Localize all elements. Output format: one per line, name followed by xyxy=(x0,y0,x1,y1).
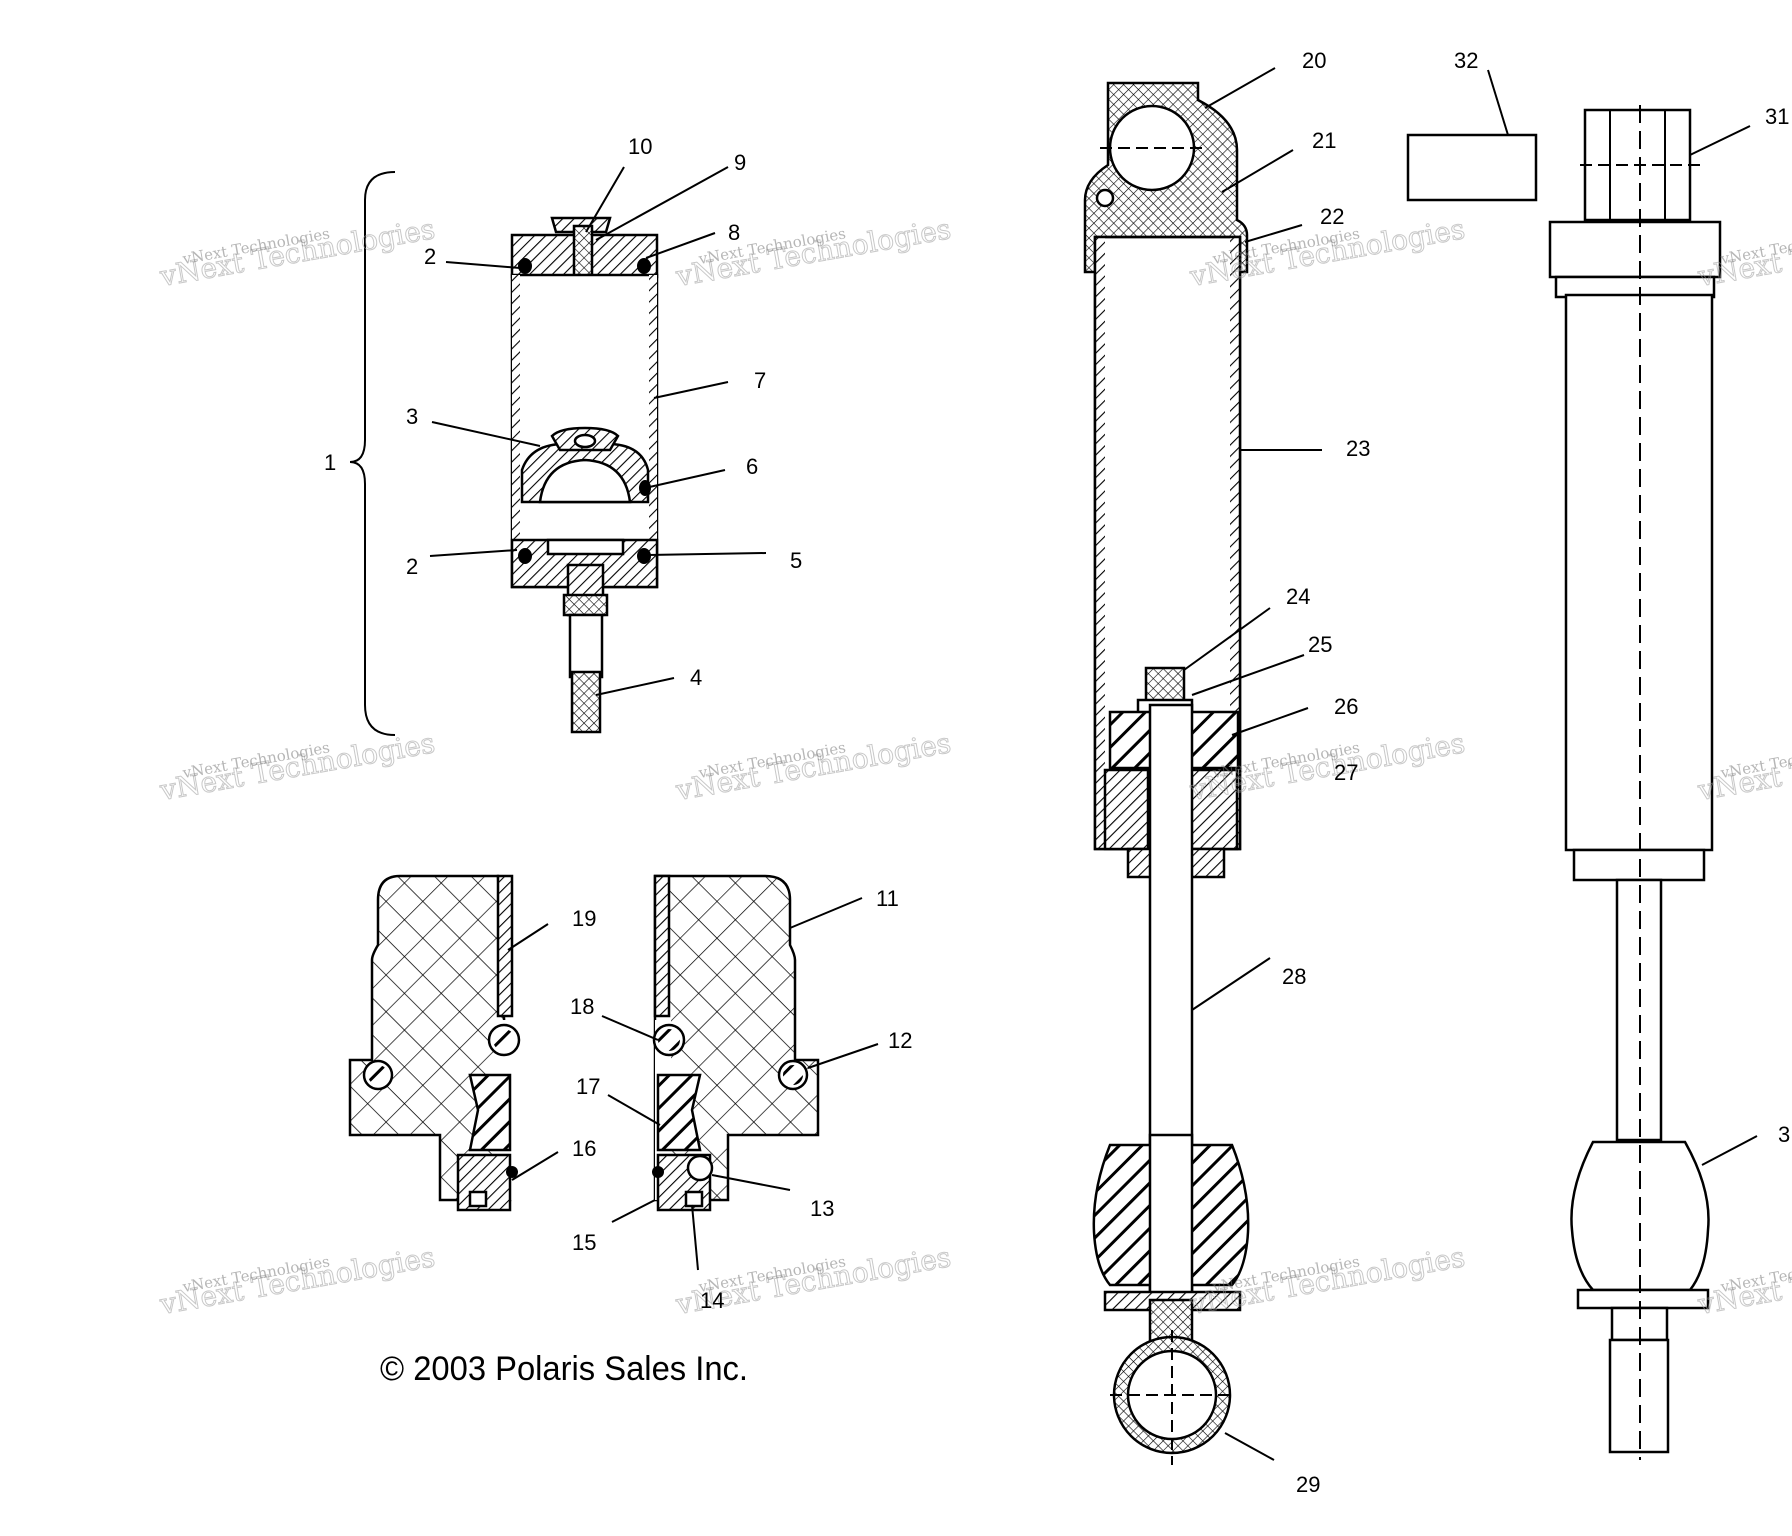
callout-26: 26 xyxy=(1334,694,1358,719)
seal-17-right xyxy=(656,1073,702,1152)
callout-18: 18 xyxy=(570,994,594,1019)
reservoir-hose xyxy=(570,670,602,734)
callout-3: 3 xyxy=(406,404,418,429)
callout-5: 5 xyxy=(790,548,802,573)
callout-2b: 2 xyxy=(406,554,418,579)
callout-8: 8 xyxy=(728,220,740,245)
callout-labels: 1 2 2 3 4 5 6 7 8 9 10 11 12 13 14 15 16… xyxy=(324,48,1790,1497)
watermarks: vNext Technologies vNext Technologies vN… xyxy=(156,212,1792,1322)
callout-17: 17 xyxy=(576,1074,600,1099)
watermark-5: vNext Technologies vNext Technologies xyxy=(672,726,954,808)
watermark-2: vNext Technologies vNext Technologies xyxy=(672,212,954,294)
callout-10: 10 xyxy=(628,134,652,159)
callout-6: 6 xyxy=(746,454,758,479)
callout-32: 32 xyxy=(1454,48,1478,73)
callout-27: 27 xyxy=(1334,760,1358,785)
callout-4: 4 xyxy=(690,665,702,690)
watermark-4: vNext Technologies vNext Technologies xyxy=(156,726,438,808)
watermark-7: vNext Technologies vNext Technologies xyxy=(156,1240,438,1322)
callout-23: 23 xyxy=(1346,436,1370,461)
callout-1: 1 xyxy=(324,450,336,475)
callout-25: 25 xyxy=(1308,632,1332,657)
o-ring-top-left xyxy=(518,258,532,274)
reservoir-assembly xyxy=(349,171,659,736)
shock-section xyxy=(1083,81,1250,1465)
callout-20: 20 xyxy=(1302,48,1326,73)
callout-16: 16 xyxy=(572,1136,596,1161)
assembly-brace xyxy=(349,171,396,736)
callout-21: 21 xyxy=(1312,128,1336,153)
callout-12: 12 xyxy=(888,1028,912,1053)
piston-nut xyxy=(1144,666,1186,706)
seal-17-left xyxy=(468,1073,512,1152)
watermark-1: vNext Technologies vNext Technologies xyxy=(156,212,438,294)
callout-9: 9 xyxy=(734,150,746,175)
watermark-12: vNext Technologies vNext Technologies xyxy=(1694,1240,1792,1322)
seal-head-left xyxy=(348,874,512,1202)
callout-13: 13 xyxy=(810,1196,834,1221)
seal-head-detail xyxy=(348,874,820,1212)
seal-head-right xyxy=(653,874,820,1202)
callout-29: 29 xyxy=(1296,1472,1320,1497)
bumper-exterior xyxy=(1570,1140,1710,1292)
o-ring-bottom-left xyxy=(518,548,532,564)
callout-28: 28 xyxy=(1282,964,1306,989)
callout-2a: 2 xyxy=(424,244,436,269)
callout-24: 24 xyxy=(1286,584,1310,609)
callout-11: 11 xyxy=(876,886,899,911)
shock-exterior xyxy=(1548,105,1722,1460)
copyright-notice: © 2003 Polaris Sales Inc. xyxy=(380,1350,748,1388)
callout-19: 19 xyxy=(572,906,596,931)
callout-3-exterior: 3 xyxy=(1778,1122,1790,1147)
callout-31: 31 xyxy=(1765,104,1789,129)
top-collar xyxy=(1548,220,1722,279)
callout-14: 14 xyxy=(700,1288,724,1313)
callout-22: 22 xyxy=(1320,204,1344,229)
mount-bushing xyxy=(1406,133,1538,202)
o-ring-bottom-right xyxy=(637,548,651,564)
callout-15: 15 xyxy=(572,1230,596,1255)
o-ring-top-right xyxy=(637,258,651,274)
callout-7: 7 xyxy=(754,368,766,393)
leader-lines xyxy=(429,67,1758,1461)
valve-core xyxy=(572,224,594,280)
